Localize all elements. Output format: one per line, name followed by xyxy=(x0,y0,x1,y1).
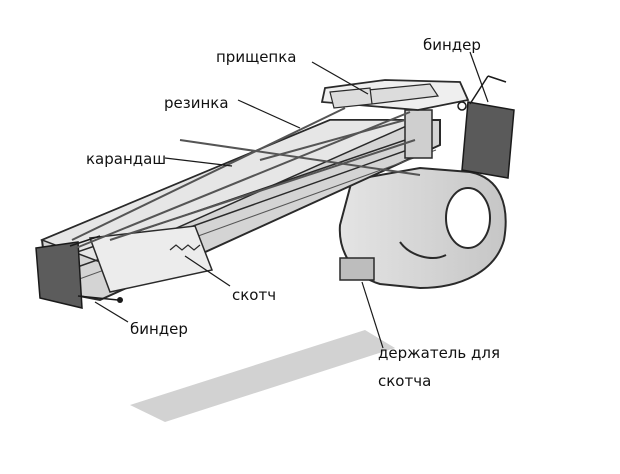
label-binder-bottom: биндер xyxy=(130,320,188,338)
leader-tape-holder xyxy=(361,281,384,349)
label-rubber-band: резинка xyxy=(164,94,229,112)
binder-clip-rear xyxy=(457,75,515,179)
rubber-bands xyxy=(71,107,421,249)
ground-shadow xyxy=(130,330,395,422)
leader-tape xyxy=(184,255,231,287)
leader-binder-bottom xyxy=(94,301,129,323)
clothespins xyxy=(320,79,470,111)
leader-lines xyxy=(94,51,489,349)
leader-clothespin xyxy=(311,61,369,95)
binder-clip-front xyxy=(35,235,123,309)
label-pencil: карандаш xyxy=(86,150,167,168)
label-tape: скотч xyxy=(232,286,277,304)
tape-wrap xyxy=(88,225,214,293)
label-clothespin: прищепка xyxy=(216,48,297,66)
label-tape-holder-line1: держатель для xyxy=(378,344,500,362)
leader-pencil xyxy=(164,157,233,167)
label-tape-holder-line2: скотча xyxy=(378,372,432,390)
leader-binder-top xyxy=(469,51,489,103)
label-binder-top: биндер xyxy=(423,36,481,54)
tape-holder xyxy=(338,166,507,290)
leader-rubber-band xyxy=(237,99,301,129)
